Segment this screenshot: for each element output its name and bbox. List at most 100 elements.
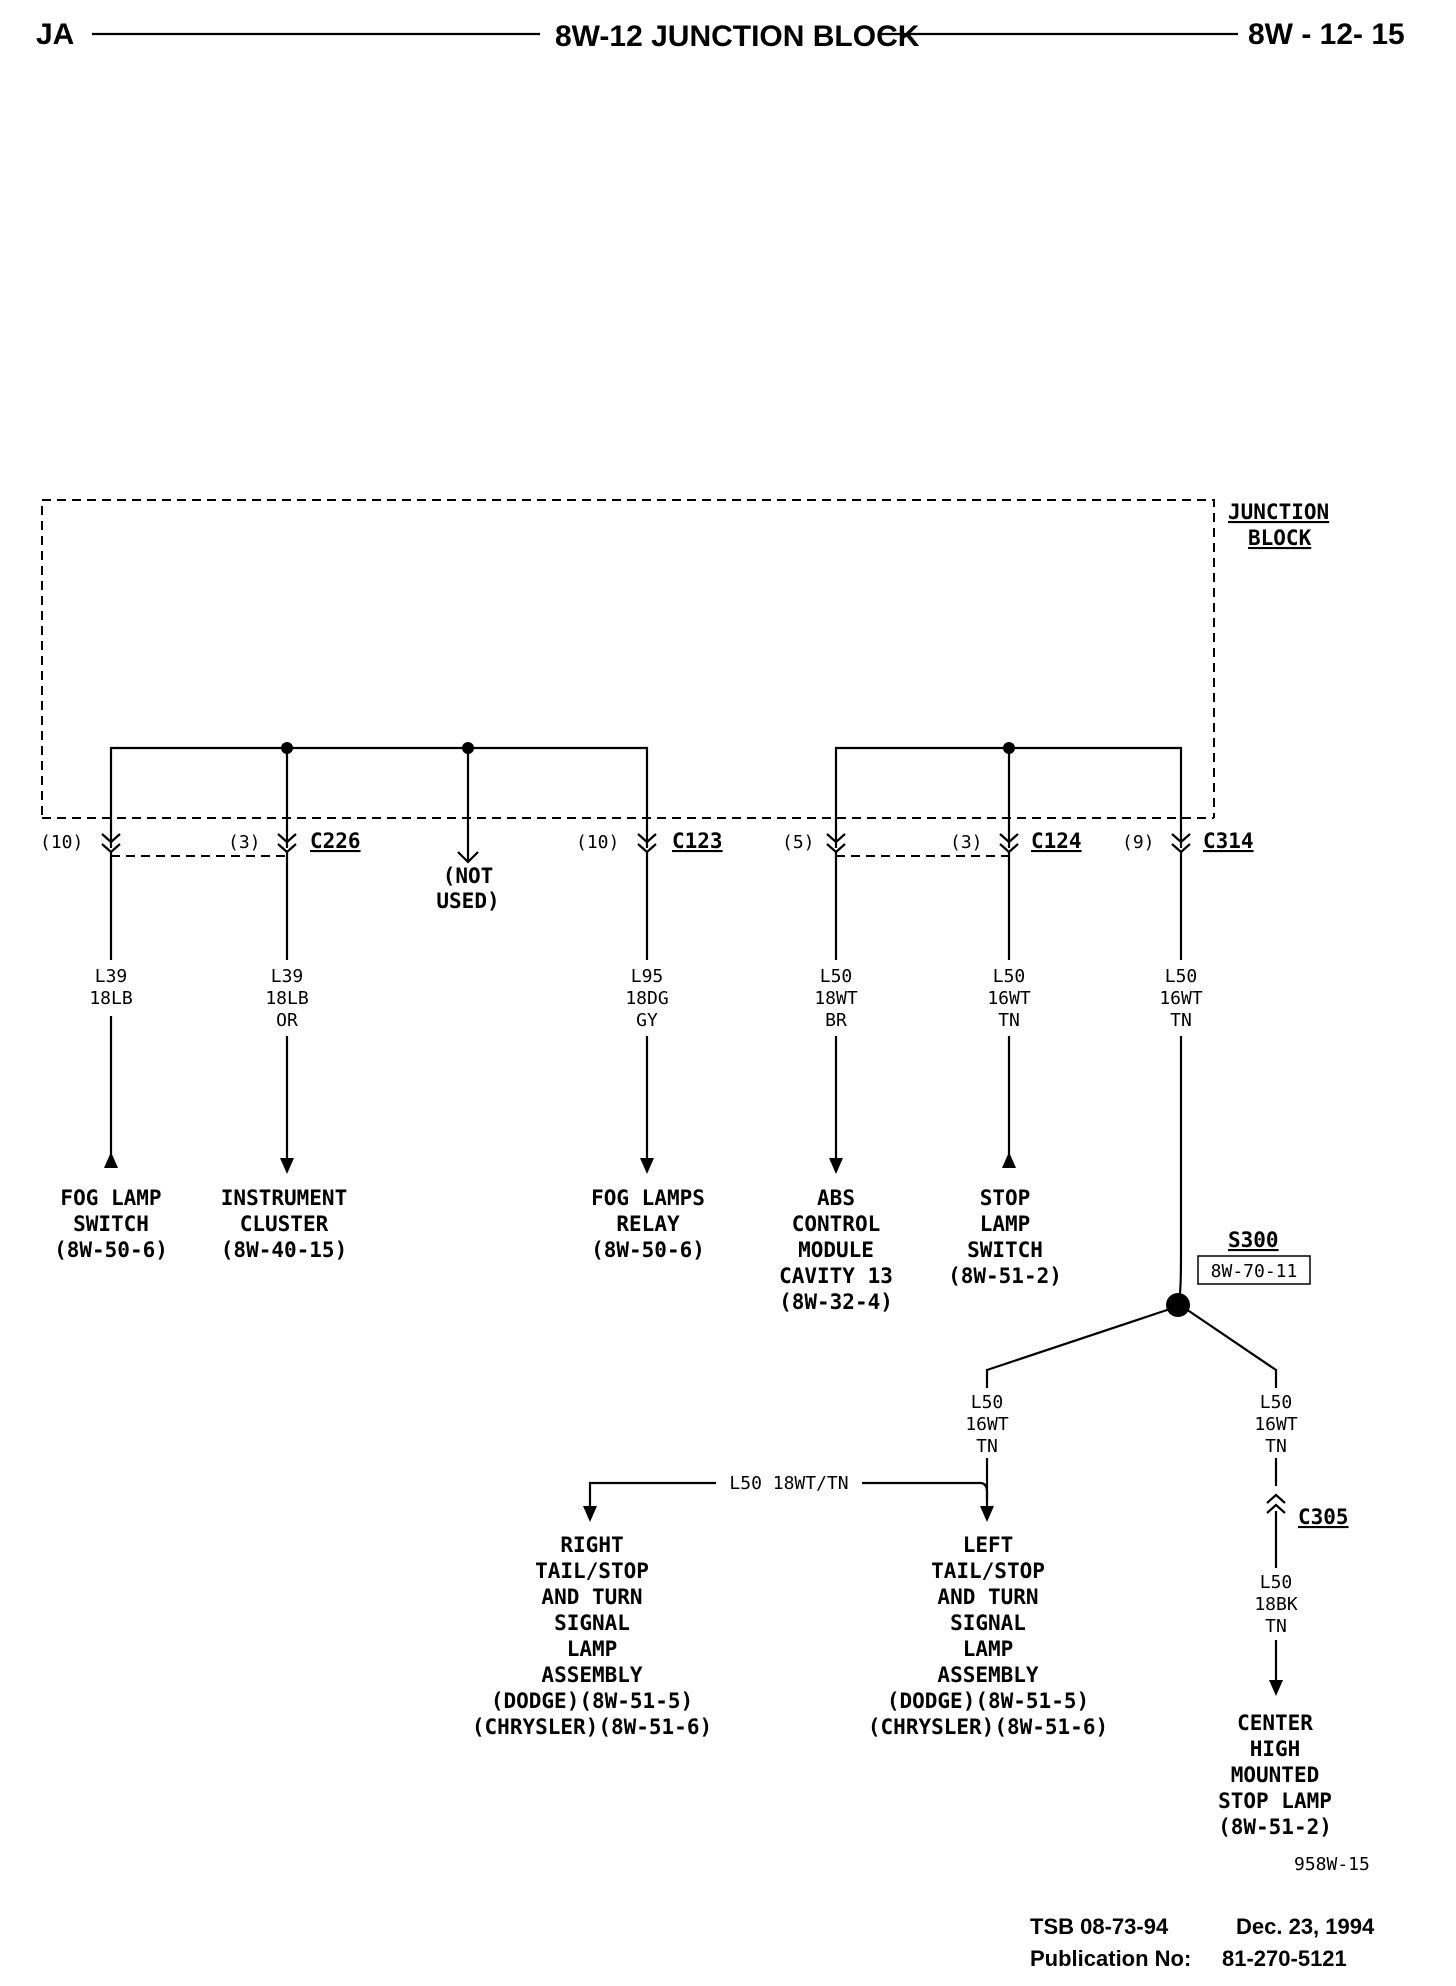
component-label: STOP bbox=[980, 1186, 1031, 1210]
component-label: FOG LAMP bbox=[60, 1186, 161, 1210]
footer-pub-no: 81-270-5121 bbox=[1222, 1946, 1347, 1971]
component-label: (DODGE)(8W-51-5) bbox=[491, 1689, 693, 1713]
wire-circuit: L50 bbox=[971, 1392, 1004, 1413]
component-label: HIGH bbox=[1250, 1737, 1301, 1761]
splice-s300: S300 8W-70-11 bbox=[1166, 1228, 1311, 1317]
component-label: (CHRYSLER)(8W-51-6) bbox=[868, 1715, 1108, 1739]
wire-tracer: TN bbox=[1265, 1616, 1287, 1637]
splice-dot bbox=[281, 742, 293, 754]
component-label: ABS bbox=[817, 1186, 855, 1210]
pin-number: (10) bbox=[40, 832, 83, 853]
connector-id-c124: C124 bbox=[1031, 829, 1082, 853]
component-label: SIGNAL bbox=[950, 1611, 1026, 1635]
component-label: LEFT bbox=[963, 1533, 1014, 1557]
junction-block: JUNCTION BLOCK bbox=[41, 499, 1329, 819]
wire-arrow bbox=[280, 1158, 294, 1174]
junction-block-outline bbox=[41, 499, 1215, 818]
page-footer: TSB 08-73-94 Dec. 23, 1994 Publication N… bbox=[1030, 1914, 1375, 1971]
page-header: JA 8W-12 JUNCTION BLOCK 8W - 12- 15 bbox=[36, 18, 1405, 53]
component-label: TAIL/STOP bbox=[931, 1559, 1045, 1583]
component-label: STOP LAMP bbox=[1218, 1789, 1332, 1813]
component-label: AND TURN bbox=[937, 1585, 1038, 1609]
pin-number: (10) bbox=[576, 832, 619, 853]
tail-lamp-feed: L50 18WT/TN bbox=[583, 1473, 994, 1522]
wire bbox=[588, 1481, 716, 1510]
splice-dot bbox=[1166, 1293, 1190, 1317]
junction-block-label: JUNCTION bbox=[1228, 500, 1329, 524]
connector-ids: C226 C123 C124 C314 bbox=[310, 829, 1254, 853]
wire-circuit: L39 bbox=[95, 966, 128, 987]
figure-id: 958W-15 bbox=[1294, 1854, 1370, 1875]
wire-horizontal-label: L50 18WT/TN bbox=[729, 1473, 848, 1494]
connector-id-c305: C305 bbox=[1298, 1505, 1349, 1529]
component-fog-lamp-switch: FOG LAMP SWITCH (8W-50-6) bbox=[54, 1186, 168, 1262]
component-label: CAVITY 13 bbox=[779, 1264, 893, 1288]
wire-gauge: 18LB bbox=[89, 988, 132, 1009]
component-instrument-cluster: INSTRUMENT CLUSTER (8W-40-15) bbox=[221, 1186, 347, 1262]
wire-tracer: BR bbox=[825, 1010, 847, 1031]
component-label: (8W-32-4) bbox=[779, 1290, 893, 1314]
wire-circuit: L50 bbox=[820, 966, 853, 987]
component-label: CONTROL bbox=[792, 1212, 881, 1236]
wire-tracer: TN bbox=[1265, 1436, 1287, 1457]
component-label: LAMP bbox=[567, 1637, 618, 1661]
header-title: 8W-12 JUNCTION BLOCK bbox=[555, 20, 920, 53]
pin-number: (9) bbox=[1122, 832, 1155, 853]
splice-ref-box bbox=[1197, 1255, 1311, 1285]
pin-numbers: (10) (3) (10) (5) (3) (9) bbox=[40, 832, 1155, 853]
internal-bus-left bbox=[109, 742, 649, 864]
connector-symbol bbox=[1266, 1503, 1286, 1514]
component-label: (8W-50-6) bbox=[54, 1238, 168, 1262]
component-label: RELAY bbox=[616, 1212, 680, 1236]
component-label: (CHRYSLER)(8W-51-6) bbox=[472, 1715, 712, 1739]
wire-labels: L39 18LB L39 18LB OR L95 18DG GY L50 18W… bbox=[89, 966, 1203, 1031]
wire bbox=[1176, 1036, 1183, 1305]
not-used-arrow bbox=[457, 851, 479, 864]
component-label: RIGHT bbox=[560, 1533, 623, 1557]
component-label: (8W-50-6) bbox=[591, 1238, 705, 1262]
wire-gauge: 16WT bbox=[965, 1414, 1009, 1435]
wire-arrow bbox=[583, 1506, 597, 1522]
header-page: 8W - 12- 15 bbox=[1248, 18, 1405, 51]
wire-runs bbox=[104, 852, 1183, 1305]
splice-dot bbox=[1003, 742, 1015, 754]
component-label: (8W-51-2) bbox=[948, 1264, 1062, 1288]
wire-circuit: L50 bbox=[1260, 1392, 1293, 1413]
wire-arrow bbox=[980, 1506, 994, 1522]
wire bbox=[1185, 1308, 1278, 1388]
wire-arrow bbox=[640, 1158, 654, 1174]
internal-bus-right bbox=[834, 742, 1183, 848]
splice-name: S300 bbox=[1228, 1228, 1279, 1252]
wire-circuit: L50 bbox=[1260, 1572, 1293, 1593]
wire-circuit: L50 bbox=[1165, 966, 1198, 987]
footer-pub-label: Publication No: bbox=[1030, 1946, 1191, 1971]
bus-wire bbox=[109, 746, 649, 848]
wire bbox=[985, 1307, 1171, 1388]
header-left: JA bbox=[36, 18, 74, 51]
pin-number: (3) bbox=[228, 832, 261, 853]
component-fog-lamps-relay: FOG LAMPS RELAY (8W-50-6) bbox=[591, 1186, 705, 1262]
component-label: AND TURN bbox=[541, 1585, 642, 1609]
splice-dot bbox=[462, 742, 474, 754]
wire-gauge: 16WT bbox=[1254, 1414, 1298, 1435]
branch-wire-labels: L50 16WT TN L50 16WT TN L50 18BK TN bbox=[965, 1392, 1298, 1637]
wire-gauge: 16WT bbox=[1159, 988, 1203, 1009]
wire-arrow bbox=[1269, 1680, 1283, 1696]
wire-gauge: 18DG bbox=[625, 988, 668, 1009]
component-label: CENTER bbox=[1237, 1711, 1313, 1735]
wire-gauge: 18WT bbox=[814, 988, 858, 1009]
component-center-high-mounted-stop-lamp: CENTER HIGH MOUNTED STOP LAMP (8W-51-2) bbox=[1218, 1711, 1332, 1839]
wire-circuit: L39 bbox=[271, 966, 304, 987]
component-left-tail-lamp: LEFT TAIL/STOP AND TURN SIGNAL LAMP ASSE… bbox=[868, 1533, 1108, 1739]
wire-tracer: TN bbox=[1170, 1010, 1192, 1031]
connector-id-c226: C226 bbox=[310, 829, 361, 853]
component-label: MOUNTED bbox=[1231, 1763, 1320, 1787]
component-label: TAIL/STOP bbox=[535, 1559, 649, 1583]
component-label: LAMP bbox=[963, 1637, 1014, 1661]
wire-arrow bbox=[1002, 1152, 1016, 1168]
wire-arrow bbox=[829, 1158, 843, 1174]
splice-ref: 8W-70-11 bbox=[1211, 1261, 1298, 1282]
wire-tracer: GY bbox=[636, 1010, 658, 1031]
footer-tsb: TSB 08-73-94 bbox=[1030, 1914, 1169, 1939]
